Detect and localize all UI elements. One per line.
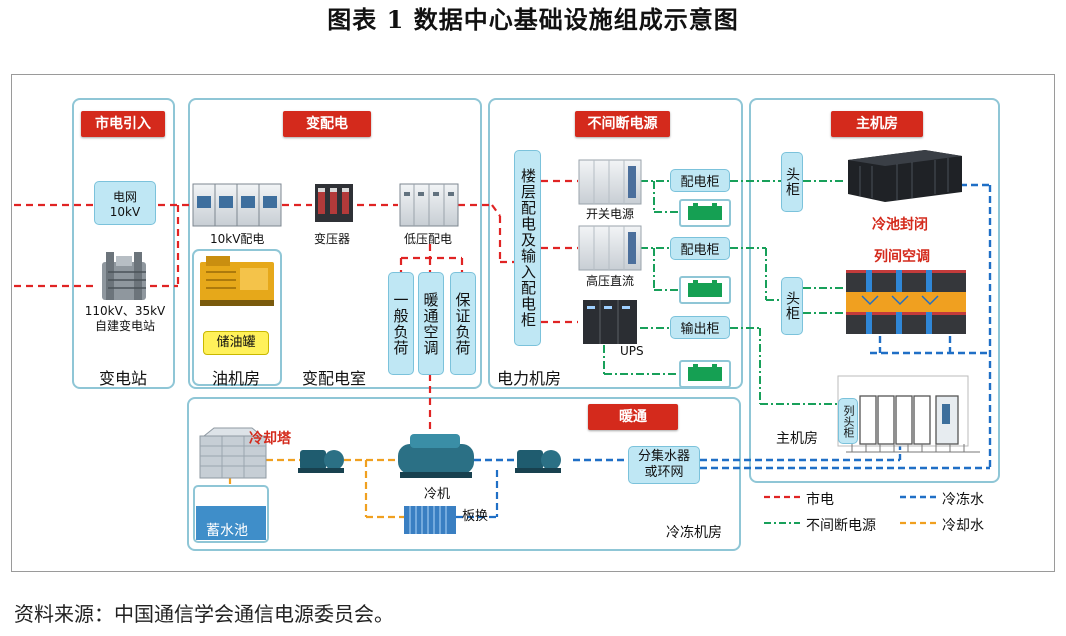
tag-hvac: 暖通: [588, 404, 678, 430]
battery-group-2: [679, 276, 731, 304]
legend-chilled-water: 冷冻水: [942, 492, 984, 508]
hvdc-label: 高压直流: [586, 274, 635, 288]
source-note: 资料来源：中国通信学会通信电源委员会。: [14, 602, 394, 626]
hvac-load-box: 暖通空调: [418, 272, 444, 375]
distribution-cabinet-2: 配电柜: [670, 237, 730, 260]
battery-group-3: [679, 360, 731, 388]
chiller-label: 冷机: [424, 487, 451, 502]
ups-lines: [603, 180, 846, 405]
label-main-room: 主机房: [776, 431, 818, 447]
legend-cooling-water: 冷却水: [942, 518, 984, 534]
general-load-box: 一般负荷: [388, 272, 414, 375]
tag-ups: 不间断电源: [575, 111, 670, 137]
hv-switch-label: 10kV配电: [210, 232, 265, 246]
substation-label: 110kV、35kV 自建变电站: [84, 304, 166, 333]
generator-icon: [200, 256, 274, 306]
hvdc-icon: [578, 225, 642, 271]
battery-group-1: [679, 199, 731, 227]
chiller-icon: [398, 434, 474, 478]
hv-switchgear-icon: [192, 183, 282, 227]
transformer-label: 变压器: [314, 232, 351, 246]
storage-pool-icon: [193, 485, 269, 543]
figure-title: 图表 1 数据中心基础设施组成示意图: [327, 5, 739, 34]
switching-power-icon: [578, 159, 642, 205]
chilled-water-pump-icon: [515, 450, 561, 473]
floor-distribution-cabinet: 楼层配电及输入配电柜: [514, 150, 541, 346]
cold-pool-label: 冷池封闭: [872, 217, 928, 233]
plate-hx-label: 板换: [462, 509, 489, 524]
manifold-box: 分集水器 或环网: [628, 446, 700, 484]
label-power-room: 电力机房: [497, 369, 562, 388]
inrow-ac-label: 列间空调: [874, 249, 930, 265]
chilled-water-lines: [474, 183, 992, 470]
head-cabinet-1: 头柜: [781, 152, 803, 212]
inrow-ac-racks-icon: [846, 270, 966, 334]
ups-cabinet-icon: [583, 300, 637, 344]
substation-transformer-icon: [102, 252, 146, 300]
lv-distribution-label: 低压配电: [404, 232, 453, 246]
grid-10kv-box: 电网 10kV: [94, 181, 156, 225]
distribution-cabinet-1: 配电柜: [670, 169, 730, 192]
zone-utility: [72, 98, 175, 389]
plate-heat-exchanger-icon: [404, 506, 456, 534]
cold-pool-racks-icon: [848, 150, 962, 202]
switching-power-label: 开关电源: [586, 207, 635, 221]
main-room-cabinets-icon: [846, 395, 980, 453]
tag-main-room: 主机房: [831, 111, 923, 137]
oil-tank-box: 储油罐: [203, 331, 269, 355]
tag-utility: 市电引入: [81, 111, 165, 137]
transformer-icon: [315, 184, 353, 222]
legend-mains: 市电: [806, 492, 834, 508]
oil-room-label: 油机房: [212, 369, 261, 388]
storage-pool-label: 蓄水池: [206, 523, 248, 539]
critical-load-box: 保证负荷: [450, 272, 476, 375]
tag-distribution: 变配电: [283, 111, 371, 137]
ups-label: UPS: [620, 344, 644, 358]
column-head-cabinet: 列头柜: [838, 398, 858, 444]
diagram-frame: [11, 74, 1055, 572]
output-cabinet: 输出柜: [670, 316, 730, 339]
head-cabinet-2: 头柜: [781, 277, 803, 335]
label-distribution-zone: 变配电室: [302, 369, 367, 388]
legend-swatches: [764, 495, 936, 525]
legend-ups-power: 不间断电源: [806, 518, 876, 534]
label-chiller-room: 冷冻机房: [666, 525, 722, 541]
cooling-pump-icon: [298, 450, 344, 473]
cooling-tower-label: 冷却塔: [249, 431, 291, 447]
label-substation-zone: 变电站: [99, 369, 148, 388]
lv-distribution-icon: [399, 183, 459, 227]
cooling-tower-icon: [199, 427, 267, 479]
